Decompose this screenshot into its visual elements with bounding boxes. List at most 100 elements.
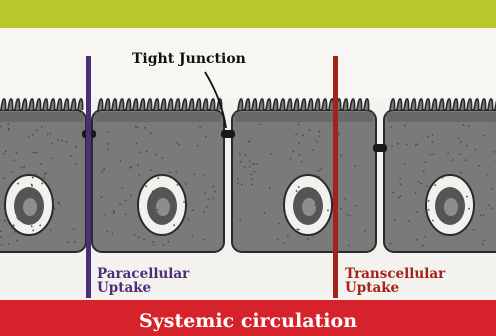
texture-dot <box>155 154 157 156</box>
texture-dot <box>312 149 314 151</box>
texture-dot <box>101 196 103 198</box>
texture-dot <box>468 125 470 127</box>
texture-dot <box>32 177 34 179</box>
texture-dot <box>318 176 320 178</box>
texture-dot <box>36 152 38 154</box>
texture-dot <box>241 184 243 186</box>
texture-dot <box>61 140 63 142</box>
texture-dot <box>168 241 170 243</box>
texture-dot <box>240 161 242 163</box>
texture-dot <box>6 217 8 219</box>
texture-dot <box>58 203 60 205</box>
texture-dot <box>390 242 392 244</box>
texture-dot <box>406 144 408 146</box>
texture-dot <box>290 158 292 160</box>
texture-dot <box>151 213 153 215</box>
texture-dot <box>465 159 467 161</box>
texture-dot <box>153 244 155 246</box>
texture-dot <box>466 196 468 198</box>
texture-dot <box>192 209 194 211</box>
texture-dot <box>245 154 247 156</box>
texture-dot <box>354 165 356 167</box>
texture-dot <box>424 161 426 163</box>
texture-dot <box>415 144 417 146</box>
texture-dot <box>8 129 10 131</box>
texture-dot <box>134 234 136 236</box>
texture-dot <box>16 217 18 219</box>
transcellular-label-line2: Uptake <box>345 281 445 295</box>
texture-dot <box>462 124 464 126</box>
texture-dot <box>327 209 329 211</box>
texture-dot <box>298 186 300 188</box>
texture-dot <box>52 213 54 215</box>
texture-dot <box>277 239 279 241</box>
texture-dot <box>259 123 261 125</box>
transcellular-route-line <box>333 56 338 298</box>
texture-dot <box>35 192 37 194</box>
texture-dot <box>34 174 36 176</box>
texture-dot <box>106 231 108 233</box>
texture-dot <box>14 231 16 233</box>
texture-dot <box>251 184 253 186</box>
texture-dot <box>452 223 454 225</box>
texture-dot <box>47 134 49 136</box>
texture-dot <box>177 184 179 186</box>
texture-dot <box>346 214 348 216</box>
texture-dot <box>205 136 207 138</box>
texture-dot <box>482 243 484 245</box>
texture-dot <box>416 239 418 241</box>
texture-dot <box>399 178 401 180</box>
texture-dot <box>17 183 19 185</box>
texture-dot <box>31 225 33 227</box>
texture-dot <box>74 241 76 243</box>
texture-dot <box>104 214 106 216</box>
texture-dot <box>414 192 416 194</box>
texture-dot <box>44 180 46 182</box>
intestinal-lumen <box>0 28 496 98</box>
texture-dot <box>23 166 25 168</box>
texture-dot <box>50 229 52 231</box>
texture-dot <box>420 183 422 185</box>
texture-dot <box>428 209 430 211</box>
texture-dot <box>433 154 435 156</box>
texture-dot <box>429 154 431 156</box>
texture-dot <box>270 153 272 155</box>
texture-dot <box>13 159 15 161</box>
texture-dot <box>176 142 178 144</box>
texture-dot <box>459 153 461 155</box>
texture-dot <box>488 204 490 206</box>
texture-dot <box>51 142 53 144</box>
texture-dot <box>130 166 132 168</box>
texture-dot <box>31 151 33 153</box>
texture-dot <box>119 203 121 205</box>
texture-dot <box>292 151 294 153</box>
texture-dot <box>345 198 347 200</box>
texture-dot <box>3 177 5 179</box>
texture-dot <box>264 212 266 214</box>
texture-dot <box>319 135 321 137</box>
texture-dot <box>318 131 320 133</box>
texture-dot <box>398 197 400 199</box>
texture-dot <box>192 235 194 237</box>
texture-dot <box>320 168 322 170</box>
texture-dot <box>453 195 455 197</box>
texture-dot <box>251 178 253 180</box>
texture-dot <box>41 183 43 185</box>
texture-dot <box>204 239 206 241</box>
texture-dot <box>121 187 123 189</box>
texture-dot <box>248 141 250 143</box>
texture-dot <box>130 195 132 197</box>
texture-dot <box>283 242 285 244</box>
texture-dot <box>203 174 205 176</box>
texture-dot <box>18 218 20 220</box>
texture-dot <box>197 145 199 147</box>
texture-dot <box>138 237 140 239</box>
texture-dot <box>391 145 393 147</box>
texture-dot <box>493 151 495 153</box>
texture-dot <box>348 244 350 246</box>
texture-dot <box>163 244 165 246</box>
texture-dot <box>312 235 314 237</box>
paracellular-label-line2: Uptake <box>97 281 189 295</box>
texture-dot <box>0 236 2 238</box>
tight-junction <box>373 144 387 152</box>
